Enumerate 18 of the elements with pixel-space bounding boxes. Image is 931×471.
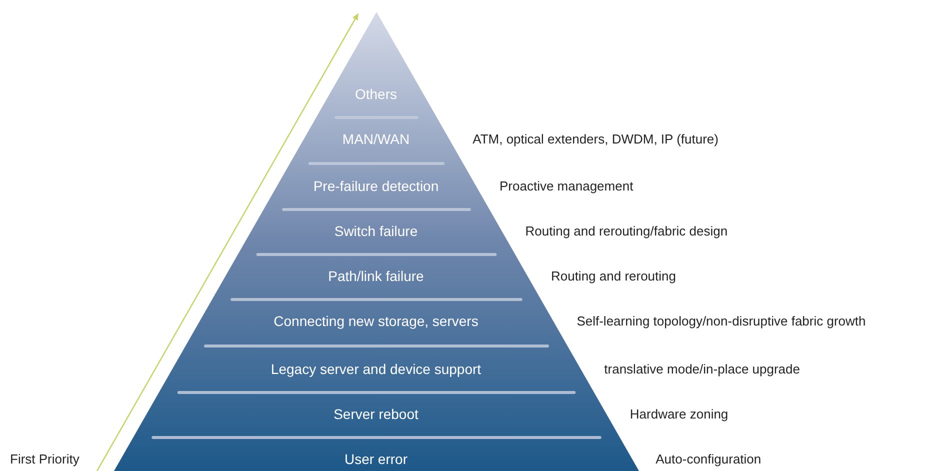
axis-label: First Priority [10, 452, 80, 466]
pyramid-level: Others [329, 76, 423, 112]
pyramid-level: Pre-failure detection [276, 168, 476, 204]
description-text: Auto-configuration [656, 452, 762, 466]
description-text: ATM, optical extenders, DWDM, IP (future) [472, 132, 718, 146]
pyramid-level: Switch failure [250, 213, 502, 249]
description-text: Self-learning topology/non-disruptive fabric growth [576, 314, 866, 328]
pyramid-level: Server reboot [146, 396, 606, 432]
description-text: Routing and rerouting [550, 268, 676, 284]
pyramid-level: MAN/WAN [303, 121, 449, 157]
pyramid-level: Path/link failure [225, 258, 527, 294]
description-text: Proactive management [500, 178, 634, 194]
pyramid-level: User error [120, 441, 632, 471]
pyramid-level: Connecting new storage, servers [199, 303, 553, 339]
description-text: Routing and rerouting/fabric design [525, 224, 728, 238]
pyramid-level: Legacy server and device support [172, 351, 580, 387]
description-text: Hardware zoning [630, 406, 728, 422]
description-text: translative mode/in-place upgrade [604, 362, 800, 376]
